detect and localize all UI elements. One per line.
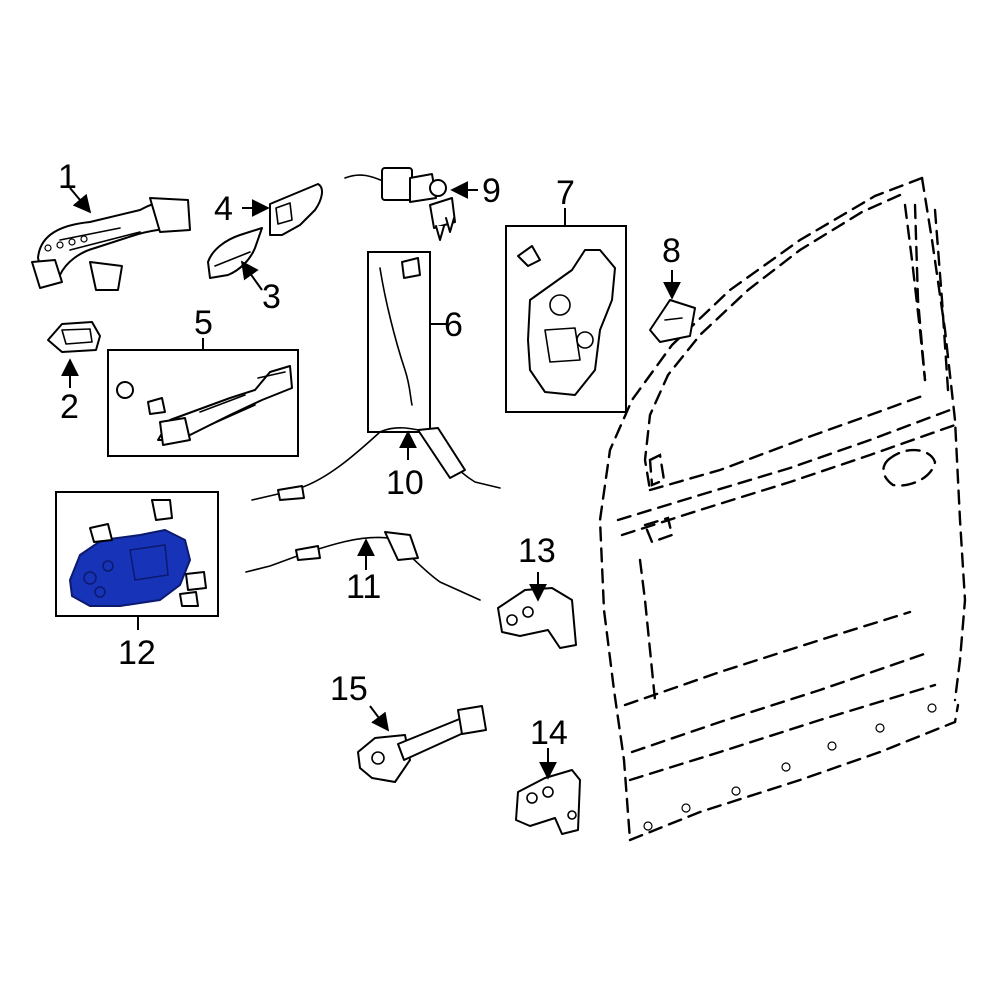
callout-5: 5 [194,304,213,342]
door-shell [598,176,967,842]
callout-2: 2 [60,388,79,426]
callout-3: 3 [262,278,281,316]
part-15-door-checker [357,705,487,783]
callout-9: 9 [482,172,501,210]
part-13-upper-hinge [497,587,577,649]
callout-7: 7 [556,174,575,212]
callout-11: 11 [346,568,381,606]
part-9-lock-cylinder [344,167,456,241]
part-11-cable [245,531,481,601]
part-6-box [367,251,431,433]
callout-6: 6 [444,306,463,344]
part-5-handle-base [107,349,299,457]
callout-10: 10 [386,464,424,502]
callout-13: 13 [518,532,556,570]
part-7-door-latch [505,225,627,413]
callout-8: 8 [662,232,681,270]
part-1-outer-handle [31,197,191,291]
callout-4: 4 [214,190,233,228]
part-5-box [107,349,299,457]
callout-1: 1 [58,158,77,196]
part-10-cable [251,427,501,501]
part-2-handle-cap [47,321,101,353]
callouts: 1 2 3 4 5 6 7 8 9 10 11 12 13 14 15 [58,158,681,752]
leaders [61,181,681,780]
callout-14: 14 [530,714,568,752]
callout-15: 15 [330,670,368,708]
part-4-key-cap [269,183,323,236]
part-8-striker [649,299,696,343]
part-14-lower-hinge [515,769,581,835]
part-3-handle-cover [207,227,263,279]
part-6-lock-rod [367,251,431,433]
callout-12: 12 [118,634,156,672]
part-12-inner-handle-highlighted [55,491,219,617]
